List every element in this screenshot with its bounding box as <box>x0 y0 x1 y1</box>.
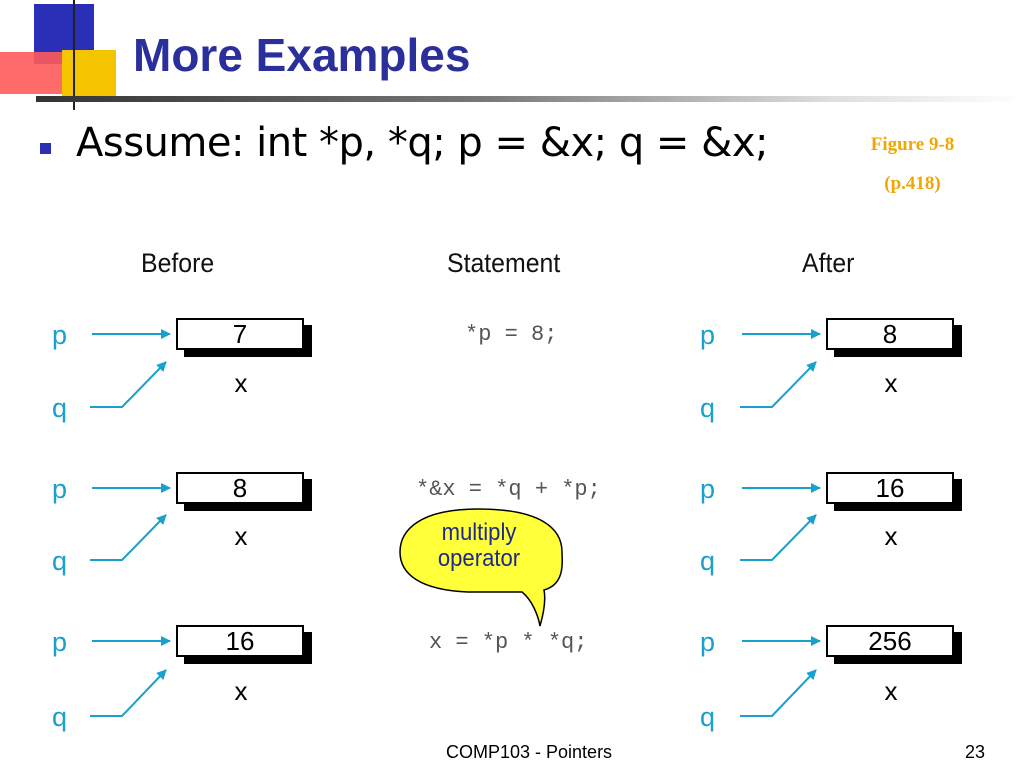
arrow-q-after-2 <box>740 514 817 561</box>
label-x-before-1: x <box>234 368 248 398</box>
header-after: After <box>802 248 855 278</box>
value-box-after-1: 8 <box>826 318 954 350</box>
callout-line-1: multiply <box>441 519 517 546</box>
label-q-after-1: q <box>700 393 716 423</box>
header-statement: Statement <box>447 248 561 278</box>
slide-footer: COMP103 - Pointers <box>446 742 613 762</box>
title-divider <box>36 96 1024 102</box>
label-q-before-3: q <box>52 702 68 732</box>
label-p-after-3: p <box>700 627 716 657</box>
statement-3: x = *p * *q; <box>429 630 588 655</box>
arrow-q-before-2 <box>90 514 167 561</box>
label-p-before-3: p <box>52 627 68 657</box>
header-before: Before <box>141 248 215 278</box>
bullet-marker <box>40 143 51 154</box>
label-p-after-1: p <box>700 320 716 350</box>
label-p-after-2: p <box>700 474 716 504</box>
figure-reference: Figure 9-8 <box>870 134 955 155</box>
label-x-after-1: x <box>884 368 898 398</box>
decorative-corner-squares <box>0 0 116 110</box>
callout-line-2: operator <box>437 545 521 572</box>
statement-2: *&x = *q + *p; <box>416 477 601 502</box>
arrow-q-before-3 <box>90 669 167 717</box>
value-box-before-2: 8 <box>176 472 304 504</box>
figure-page-reference: (p.418) <box>884 173 941 194</box>
label-q-after-2: q <box>700 546 716 576</box>
assume-statement: Assume: int *p, *q; p = &x; q = &x; <box>76 120 769 166</box>
label-q-before-2: q <box>52 546 68 576</box>
label-q-after-3: q <box>700 702 716 732</box>
arrow-q-after-1 <box>740 361 817 408</box>
label-x-before-2: x <box>234 521 248 551</box>
slide-title: More Examples <box>133 29 471 81</box>
slide-number: 23 <box>965 742 986 762</box>
value-box-before-3: 16 <box>176 625 304 657</box>
arrow-q-before-1 <box>90 361 167 408</box>
value-box-before-1: 7 <box>176 318 304 350</box>
label-p-before-2: p <box>52 474 68 504</box>
arrow-q-after-3 <box>740 669 817 717</box>
label-p-before-1: p <box>52 320 68 350</box>
statement-1: *p = 8; <box>465 322 558 347</box>
callout-bubble <box>399 508 564 627</box>
value-box-after-3: 256 <box>826 625 954 657</box>
label-q-before-1: q <box>52 393 68 423</box>
label-x-after-3: x <box>884 676 898 706</box>
callout-text: multiply operator <box>417 520 540 572</box>
label-x-before-3: x <box>234 676 248 706</box>
value-box-after-2: 16 <box>826 472 954 504</box>
label-x-after-2: x <box>884 521 898 551</box>
